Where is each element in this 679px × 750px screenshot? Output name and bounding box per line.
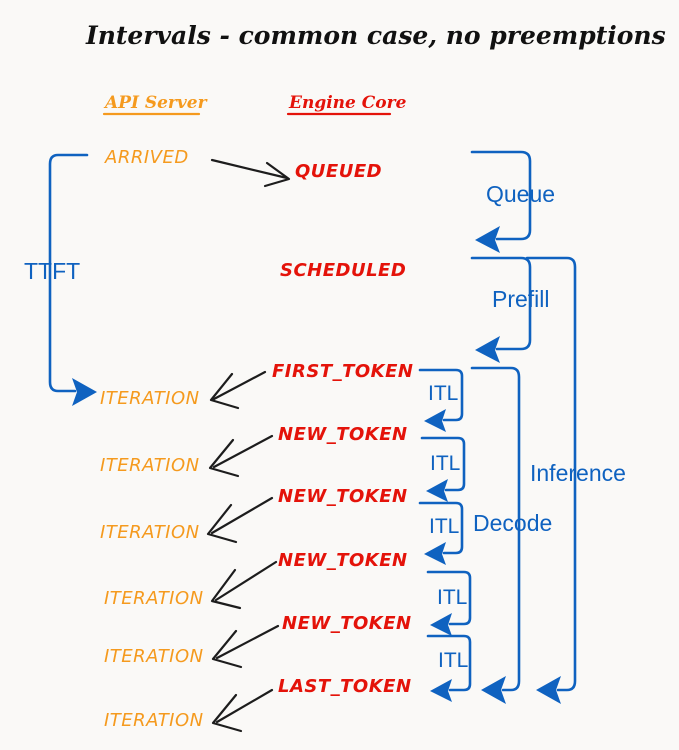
state-new-token-4: NEW_TOKEN: [282, 613, 412, 634]
interval-bracket-inference: [525, 256, 577, 704]
state-arrived: ARRIVED: [104, 147, 189, 168]
arrow-new-token-4-to-iteration-5: [211, 624, 280, 669]
arrow-new-token-3-to-iteration-4: [210, 560, 278, 610]
interval-bracket-itl-1: [418, 368, 464, 432]
state-last-token: LAST_TOKEN: [278, 676, 412, 697]
state-iteration-4: ITERATION: [104, 588, 204, 609]
interval-label-queue: Queue: [486, 181, 555, 207]
arrow-new-token-1-to-iteration-2: [208, 434, 274, 478]
interval-bracket-itl-2: [420, 436, 466, 502]
page-title: Intervals - common case, no preemptions: [85, 21, 666, 50]
interval-bracket-decode: [470, 366, 521, 704]
state-iteration-5: ITERATION: [104, 646, 204, 667]
state-new-token-3: NEW_TOKEN: [278, 550, 408, 571]
interval-bracket-itl-4: [426, 570, 472, 636]
state-scheduled: SCHEDULED: [280, 260, 406, 281]
interval-label-itl-4: ITL: [437, 586, 467, 609]
arrow-last-token-to-iteration-6: [211, 688, 274, 733]
interval-label-prefill: Prefill: [492, 286, 550, 312]
state-first-token: FIRST_TOKEN: [272, 361, 413, 382]
interval-label-itl-3: ITL: [429, 515, 459, 538]
state-new-token-1: NEW_TOKEN: [278, 424, 408, 445]
column-header-api-server: API Server: [103, 93, 208, 113]
interval-label-itl-1: ITL: [428, 382, 458, 405]
state-iteration-6: ITERATION: [104, 710, 204, 731]
state-iteration-2: ITERATION: [100, 455, 200, 476]
interval-label-ttft: TTFT: [24, 258, 80, 284]
column-header-engine-core: Engine Core: [288, 93, 407, 113]
interval-bracket-queue: [470, 150, 532, 253]
interval-bracket-itl-3: [418, 501, 464, 565]
arrow-arrived-to-queued: [210, 158, 291, 188]
interval-bracket-ttft: [48, 153, 97, 406]
state-new-token-2: NEW_TOKEN: [278, 486, 408, 507]
interval-label-decode: Decode: [473, 510, 552, 536]
interval-bracket-itl-5: [426, 634, 472, 702]
arrow-first-token-to-iteration-1: [209, 370, 267, 410]
arrow-new-token-2-to-iteration-3: [206, 496, 274, 544]
interval-label-itl-2: ITL: [430, 452, 460, 475]
state-queued: QUEUED: [295, 161, 382, 182]
interval-label-inference: Inference: [530, 460, 626, 486]
interval-label-itl-5: ITL: [438, 649, 468, 672]
interval-bracket-prefill: [470, 256, 532, 363]
state-iteration-1: ITERATION: [100, 388, 200, 409]
state-iteration-3: ITERATION: [100, 522, 200, 543]
